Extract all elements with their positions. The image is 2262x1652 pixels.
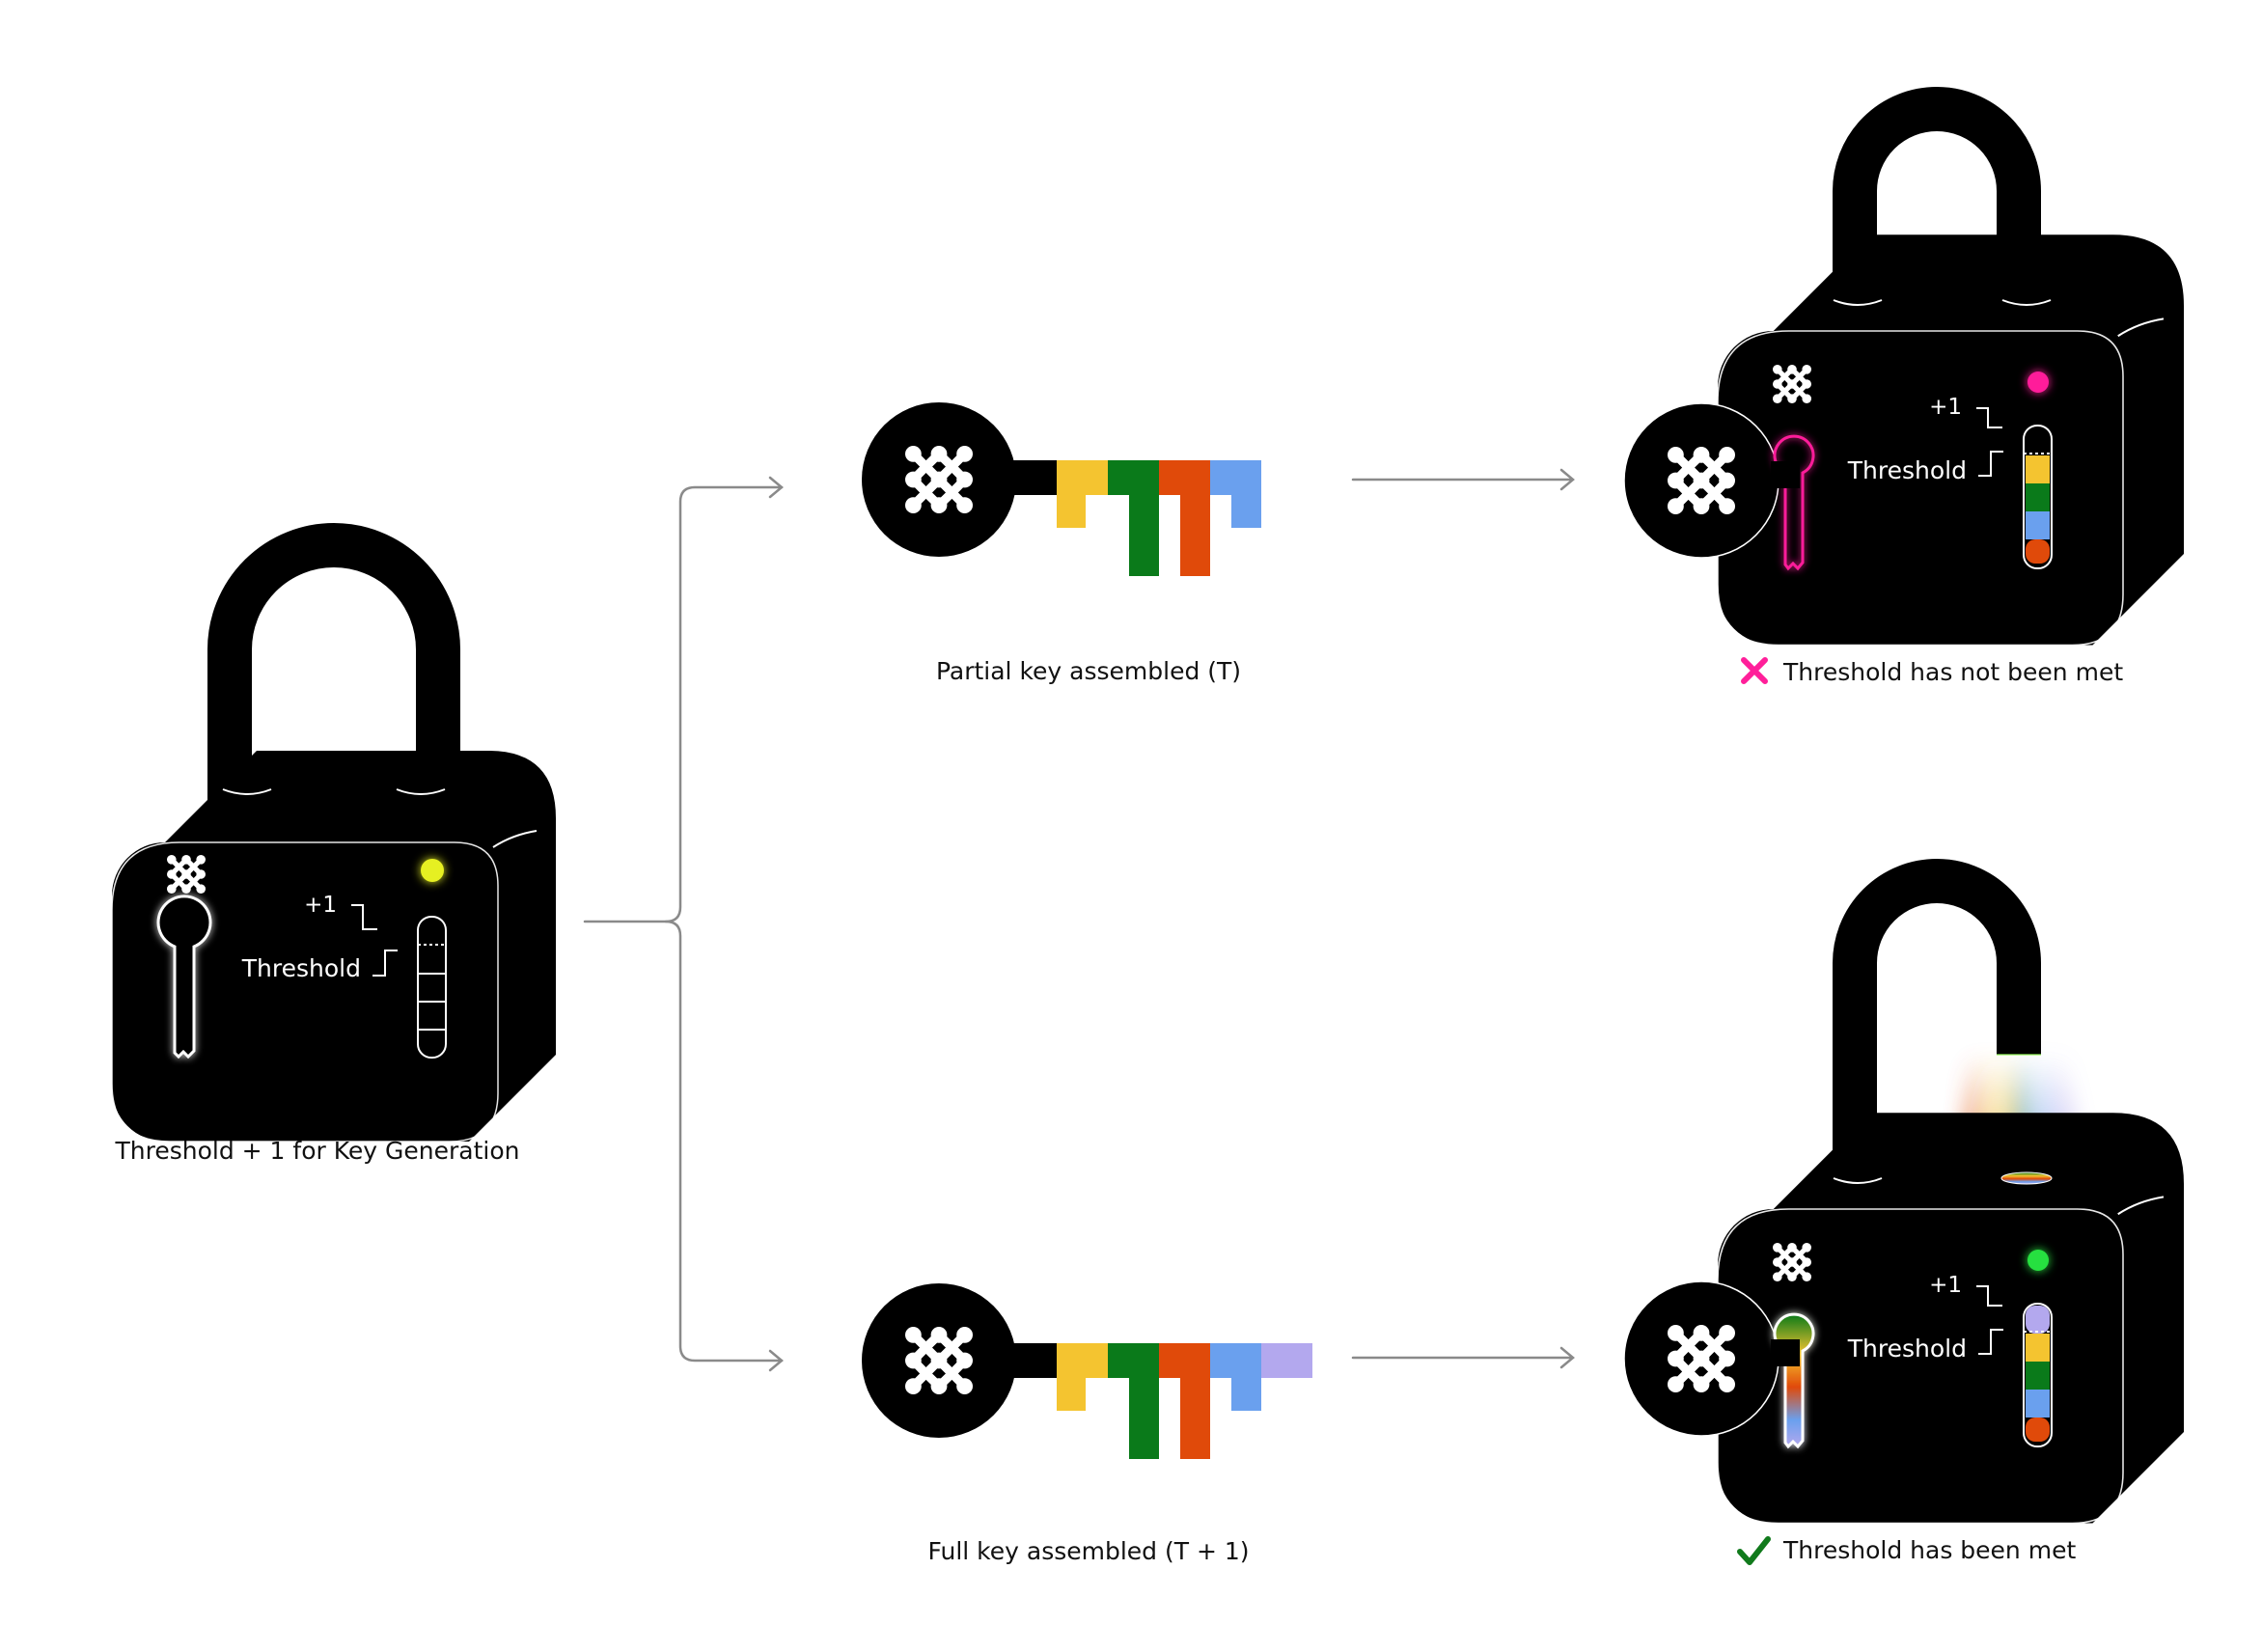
threshold-label: Threshold	[241, 954, 361, 982]
threshold-label: Threshold	[1847, 1335, 1967, 1363]
partial-key-caption: Partial key assembled (T)	[936, 657, 1241, 685]
gauge-segment-orange	[2026, 1418, 2050, 1442]
full-key	[862, 1283, 1312, 1459]
gauge-segment-yellow	[2026, 455, 2050, 483]
key-tooth-green	[1108, 1343, 1159, 1378]
logo-icon	[905, 1327, 973, 1394]
keyhole-icon	[1773, 434, 1815, 571]
key-tooth-drop-yellow	[1057, 495, 1086, 528]
gauge-segment-yellow	[2026, 1334, 2050, 1362]
flow-connectors	[583, 468, 1575, 1372]
arrow-full-to-unlocked	[1351, 1346, 1575, 1369]
padlock-icon	[207, 523, 460, 804]
check-icon	[1737, 1536, 1771, 1565]
locked-caption: Threshold has not been met	[1782, 658, 2123, 686]
status-led	[421, 859, 444, 882]
arrow-head-bottom	[768, 1349, 784, 1372]
gauge-segment-blue	[2026, 511, 2050, 539]
arrow-head-top	[768, 476, 784, 499]
threshold-label: Threshold	[1847, 456, 1967, 484]
key-tooth-drop-orange	[1180, 495, 1210, 576]
key-tooth-lavender	[1261, 1343, 1312, 1378]
key-teeth	[1057, 1343, 1312, 1459]
key-tooth-yellow	[1057, 1343, 1108, 1378]
logo-icon	[1668, 447, 1735, 514]
split-connector	[583, 485, 784, 923]
logo-icon	[167, 855, 206, 894]
key-tooth-yellow	[1057, 460, 1108, 495]
threshold-gauge	[2023, 425, 2053, 569]
locked-result-lock: +1 Threshold	[1623, 87, 2186, 647]
arrow-partial-to-locked	[1351, 468, 1575, 491]
key-tooth-orange	[1159, 460, 1210, 495]
key-tooth-orange	[1159, 1343, 1210, 1378]
initial-lock-caption: Threshold + 1 for Key Generation	[115, 1137, 520, 1165]
key-tooth-drop-yellow	[1057, 1378, 1086, 1411]
cross-icon	[1741, 657, 1768, 684]
unlocked-result-lock: +1 Threshold	[1623, 859, 2186, 1525]
padlock-icon	[1833, 87, 2041, 292]
key-tooth-drop-green	[1129, 495, 1159, 576]
full-key-caption: Full key assembled (T + 1)	[927, 1537, 1249, 1565]
gauge-segment-green	[2026, 1362, 2050, 1390]
gauge-segment-orange	[2026, 539, 2050, 564]
key-tooth-drop-orange	[1180, 1378, 1210, 1459]
unlocked-status: Threshold has been met	[1737, 1536, 2076, 1565]
logo-icon	[1773, 365, 1811, 403]
status-led	[2028, 1250, 2049, 1271]
gauge-segment-green	[2026, 483, 2050, 511]
key-tooth-blue	[1210, 1343, 1261, 1378]
plus-one-label: +1	[1929, 395, 1962, 420]
logo-icon	[1773, 1243, 1811, 1281]
partial-key	[862, 402, 1261, 576]
logo-icon	[1668, 1325, 1735, 1392]
key-teeth	[1057, 460, 1261, 576]
plus-one-label: +1	[304, 893, 337, 918]
locked-status: Threshold has not been met	[1741, 657, 2123, 686]
key-tooth-drop-blue	[1231, 495, 1261, 528]
unlocked-caption: Threshold has been met	[1782, 1536, 2076, 1564]
plus-one-label: +1	[1929, 1273, 1962, 1298]
key-tooth-blue	[1210, 460, 1261, 495]
padlock-icon	[1833, 859, 2041, 1170]
key-tooth-drop-green	[1129, 1378, 1159, 1459]
key-tooth-drop-blue	[1231, 1378, 1261, 1411]
key-tooth-green	[1108, 460, 1159, 495]
threshold-gauge	[417, 916, 447, 1059]
gauge-segment-blue	[2026, 1390, 2050, 1418]
gauge-segment-lavender	[2026, 1306, 2050, 1334]
keyhole-icon	[156, 895, 212, 1060]
threshold-gauge	[2023, 1303, 2053, 1447]
shackle-hole	[2000, 1171, 2053, 1185]
initial-lock: +1 Threshold	[111, 523, 557, 1143]
logo-icon	[905, 446, 973, 513]
status-led	[2028, 372, 2049, 393]
